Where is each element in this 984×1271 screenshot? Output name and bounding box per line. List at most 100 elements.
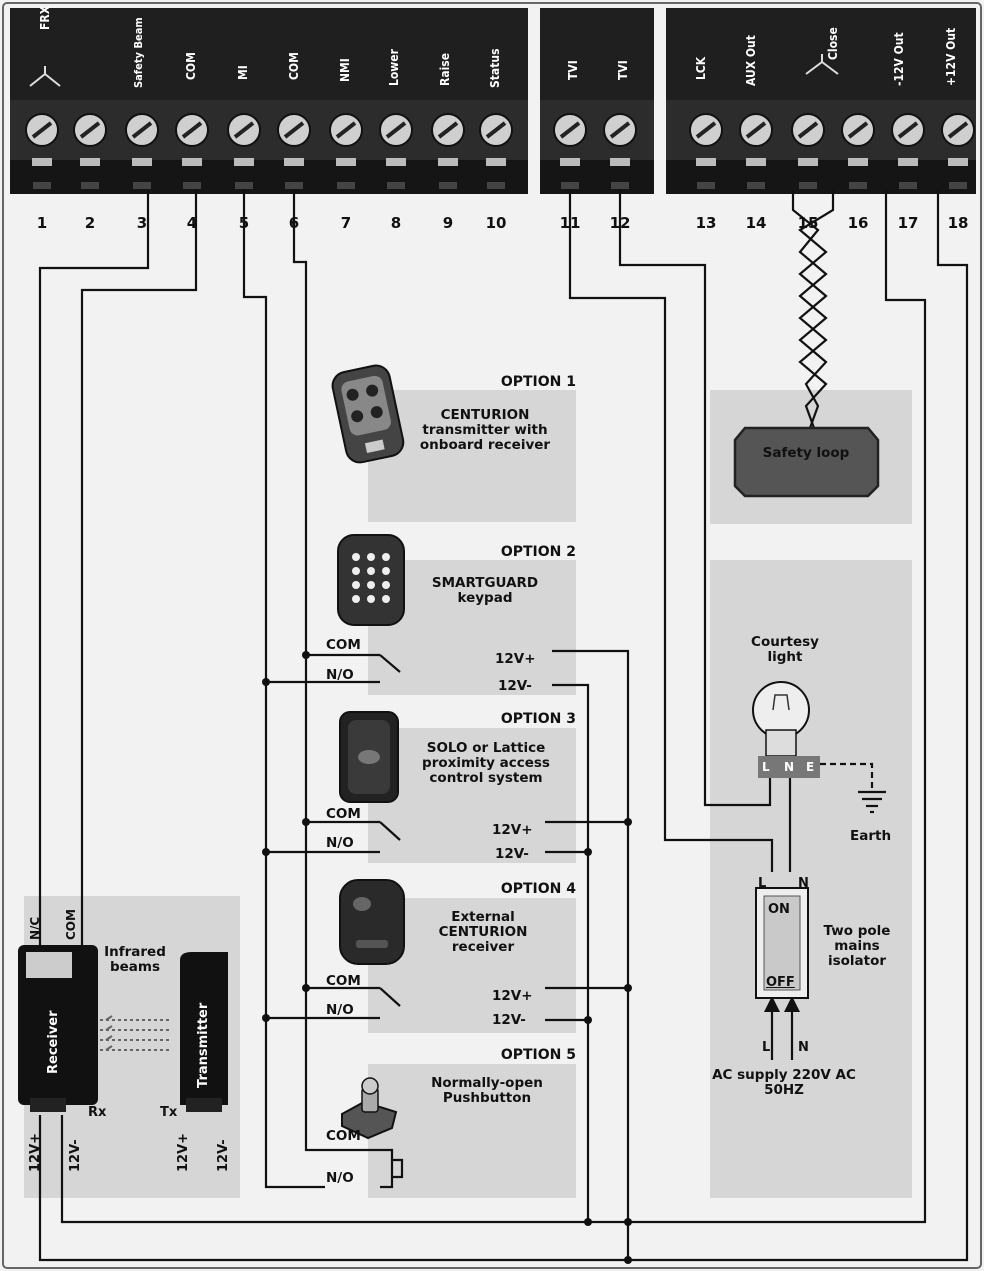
terminal-screw-slot [283,121,305,139]
terminal-number: 8 [390,214,402,232]
terminal-number: 3 [136,214,148,232]
terminal-label-neg-12v-out: -12V Out [892,32,906,86]
terminal-screw-slot [559,121,581,139]
terminal-number: 15 [797,214,819,232]
terminal-number: 5 [238,214,250,232]
option3-panel [368,728,576,863]
terminal-number: 14 [745,214,767,232]
terminal-wire-entry [849,182,867,189]
lamp-terminal-e: E [806,760,815,774]
beam-nc-label: N/C [28,916,42,940]
terminal-wire-entry [697,182,715,189]
terminal-number: 4 [186,214,198,232]
isolator-label: Two pole mains isolator [823,923,891,969]
terminal-slot [386,158,406,166]
terminal-block-1 [10,8,528,194]
earth-wire [820,762,874,790]
terminal-slot [234,158,254,166]
terminal-label-lck: LCK [694,56,708,80]
beam-tx-label: Tx [160,1105,178,1120]
terminal-label-pos-12v-out: +12V Out [944,27,958,86]
terminal-slot [948,158,968,166]
keypad-icon [337,534,405,626]
12v-positive-bus [552,649,630,1260]
terminal-label-status: Status [488,48,502,89]
option3-supply-taps [545,820,628,854]
relay-contacts [379,654,401,1007]
option5-com-label: COM [326,1128,361,1144]
junction-dots [262,651,632,1264]
ac-supply-l: L [762,1040,771,1055]
terminal-screw-slot [437,121,459,139]
terminal-number: 16 [847,214,869,232]
lamp-terminal-n: N [784,760,795,774]
terminal-screw-slot [233,121,255,139]
proximity-reader-icon [339,711,399,803]
terminal-slot [848,158,868,166]
option3-12v-plus-label: 12V+ [492,822,533,838]
terminal-wire-entry [133,182,151,189]
terminal-screw-slot [181,121,203,139]
option4-title: OPTION 4 [500,881,576,897]
beam-rx-label: Rx [88,1105,107,1120]
terminal-label-tvi-12: TVI [616,60,630,80]
12v-negative-bus [552,683,590,1222]
terminal-screw-slot [79,121,101,139]
terminal-label-mi: MI [236,65,250,80]
com-taps [306,653,380,990]
terminal-slot [486,158,506,166]
terminal-slot [746,158,766,166]
ac-arrowheads [764,996,800,1012]
terminal-wire-entry [387,182,405,189]
wire-t12-lamp-l [618,190,772,807]
option1-title: OPTION 1 [500,374,576,390]
ac-supply-n: N [798,1040,809,1055]
terminal-block-3 [666,8,976,194]
terminal-slot [336,158,356,166]
option4-supply-taps [545,986,628,1022]
terminal-number: 1 [36,214,48,232]
beam-transmitter-label: Transmitter [196,1002,211,1088]
terminal-slot [182,158,202,166]
terminal-label-raise: Raise [438,52,452,86]
beam-receiver-label: Receiver [46,1010,61,1074]
terminal-number: 7 [340,214,352,232]
option4-com-label: COM [326,973,361,989]
terminal-number: 10 [485,214,507,232]
terminal-wire-entry [235,182,253,189]
terminal-slot [898,158,918,166]
terminal-slot [438,158,458,166]
terminal-screw-slot [695,121,717,139]
option1-panel [368,390,576,522]
terminal-label-close: Close [826,27,840,60]
terminal-screw-slot [745,121,767,139]
terminal-screw-slot [131,121,153,139]
wire-t6-com-bus [292,190,380,1152]
wire-t3-nc [38,190,150,960]
frx-fork [29,66,61,87]
beam-com-label: COM [64,909,78,940]
earth-label: Earth [850,828,892,844]
infrared-ray-arrows [105,1015,113,1051]
terminal-wire-entry [747,182,765,189]
courtesy-light-panel [710,560,912,1198]
option2-com-label: COM [326,637,361,653]
wire-t18-positive [38,190,969,1262]
external-receiver-icon [339,879,405,965]
terminal-number: 17 [897,214,919,232]
pushbutton-icon [341,1077,398,1140]
terminal-screw-slot [609,121,631,139]
terminal-wire-entry [899,182,917,189]
terminal-wire-entry [487,182,505,189]
beam-transmitter-icon [180,952,228,1112]
terminal-label-safety-beam: Safety Beam [132,17,145,88]
terminal-screw-slot [485,121,507,139]
safety-loop-label: Safety loop [762,445,850,461]
ac-supply-lines [770,1008,794,1060]
transmitter-12v-minus-label: 12V- [216,1139,231,1172]
receiver-12v-plus-label: 12V+ [28,1132,43,1172]
receiver-12v-minus-label: 12V- [68,1139,83,1172]
terminal-label-frx: FRX [38,5,52,30]
terminal-screw-slot [797,121,819,139]
